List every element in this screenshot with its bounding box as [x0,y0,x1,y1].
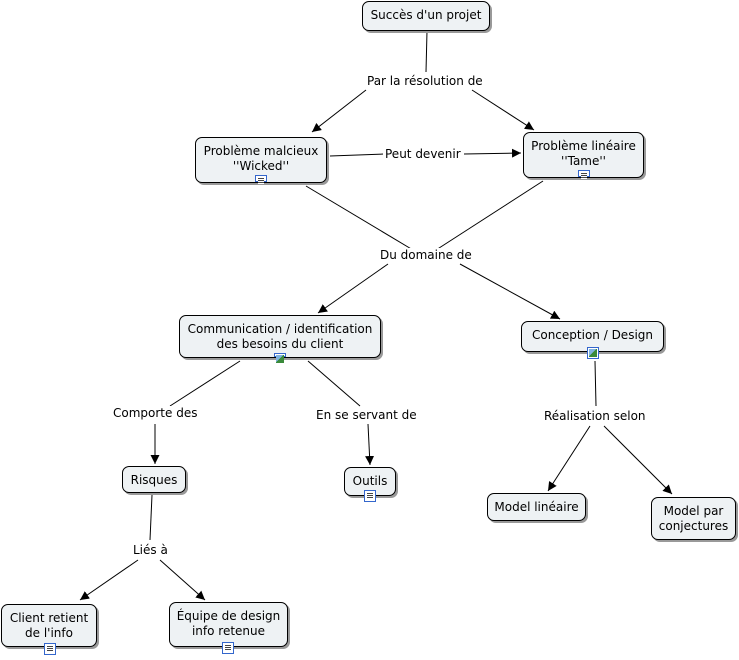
node-label: Client retient de l'info [9,611,89,640]
node-label: Outils [352,474,388,488]
link-domaine-conception [459,263,561,320]
node-label: Problème malcieux ''Wicked'' [203,144,319,173]
link-realisation-conjectures [603,425,673,495]
phrase-comporte-des[interactable]: Comporte des [111,406,200,421]
link-realisation-lineaire [547,425,591,492]
link-succes-phrase [425,30,428,73]
document-icon[interactable] [222,642,234,654]
node-label: Communication / identification des besoi… [187,322,373,351]
node-risques[interactable]: Risques [122,466,186,493]
phrase-realisation-selon[interactable]: Réalisation selon [542,409,648,424]
document-icon[interactable] [44,643,56,655]
node-succes-projet[interactable]: Succès d'un projet [362,1,490,31]
node-label: Model linéaire [494,500,579,514]
node-label: Équipe de design info retenue [176,609,281,638]
phrase-lies-a[interactable]: Liés à [131,543,170,558]
link-tame-domaine [435,180,544,251]
link-wicked-peut [329,153,385,157]
document-icon[interactable] [364,490,376,502]
link-conception-realisation [594,360,597,407]
link-servant-outils [365,423,375,466]
link-risques-lies [149,494,153,541]
document-icon[interactable] [255,175,267,184]
link-phrase-wicked [311,89,367,133]
node-model-lineaire[interactable]: Model linéaire [487,493,586,521]
node-conception-design[interactable]: Conception / Design [521,321,664,359]
node-equipe-design[interactable]: Équipe de design info retenue [169,602,288,654]
node-label: Risques [130,473,178,487]
node-communication[interactable]: Communication / identification des besoi… [179,315,381,363]
link-wicked-domaine [305,185,414,251]
document-icon[interactable] [577,170,590,179]
node-outils[interactable]: Outils [344,467,396,502]
node-label: Conception / Design [531,328,653,342]
node-label: Model par conjectures [658,504,729,533]
link-lies-client [79,559,139,601]
link-communication-servant [307,360,361,407]
phrase-par-la-resolution[interactable]: Par la résolution de [365,74,485,89]
image-icon[interactable] [274,353,286,363]
phrase-peut-devenir[interactable]: Peut devenir [383,147,463,162]
node-probleme-wicked[interactable]: Problème malcieux ''Wicked'' [195,137,327,184]
node-client-retient[interactable]: Client retient de l'info [1,604,97,655]
node-probleme-tame[interactable]: Problème linéaire ''Tame'' [523,132,644,179]
node-label: Succès d'un projet [370,8,482,22]
node-model-conjectures[interactable]: Model par conjectures [651,497,736,540]
image-icon[interactable] [587,347,599,359]
link-phrase-tame [471,89,535,131]
link-communication-comporte [169,360,241,407]
link-peut-tame [463,148,522,158]
phrase-du-domaine-de[interactable]: Du domaine de [378,248,474,263]
phrase-en-se-servant-de[interactable]: En se servant de [314,408,419,423]
link-domaine-communication [317,263,389,314]
node-label: Problème linéaire ''Tame'' [531,139,636,168]
link-lies-equipe [159,559,206,601]
